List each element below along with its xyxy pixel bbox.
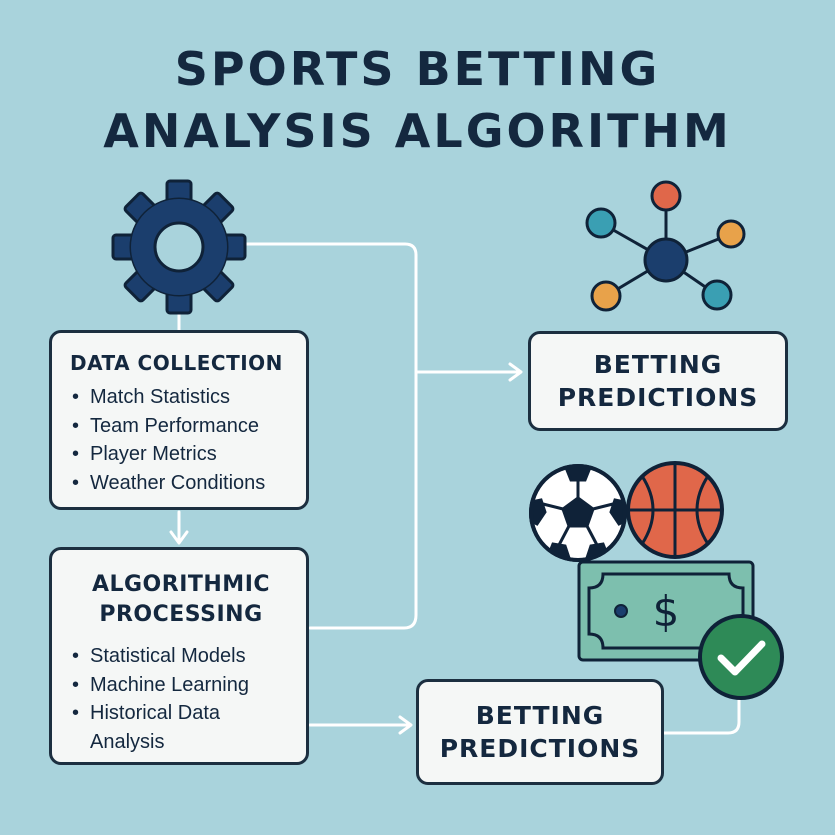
list-item: Statistical Models <box>70 642 292 671</box>
data-collection-box: DATA COLLECTION Match Statistics Team Pe… <box>49 330 309 510</box>
list-item: Player Metrics <box>70 440 290 469</box>
diagram-title: SPORTS BETTING ANALYSIS ALGORITHM <box>0 38 835 162</box>
processing-heading-line-1: ALGORITHMIC <box>91 572 271 597</box>
predictions-top-heading: BETTING PREDICTIONS <box>558 348 759 414</box>
predictions-bottom-line-1: BETTING <box>475 701 605 730</box>
arrowhead-processing <box>169 530 189 545</box>
predictions-top-line-1: BETTING <box>593 350 723 379</box>
betting-predictions-box-top: BETTING PREDICTIONS <box>528 331 788 431</box>
data-collection-heading: DATA COLLECTION <box>70 351 283 375</box>
algorithmic-processing-box: ALGORITHMIC PROCESSING Statistical Model… <box>49 547 309 765</box>
connector-predictions-to-check <box>662 692 741 735</box>
title-line-2: ANALYSIS ALGORITHM <box>103 104 732 158</box>
processing-heading-line-2: PROCESSING <box>99 602 263 627</box>
check-icon <box>698 614 784 700</box>
predictions-top-line-2: PREDICTIONS <box>557 383 759 412</box>
predictions-bottom-line-2: PREDICTIONS <box>439 734 641 763</box>
gear-icon <box>111 179 247 315</box>
processing-list: Statistical Models Machine Learning Hist… <box>70 642 292 756</box>
betting-predictions-box-bottom: BETTING PREDICTIONS <box>416 679 664 785</box>
list-item: Team Performance <box>70 412 290 441</box>
predictions-bottom-heading: BETTING PREDICTIONS <box>440 699 641 765</box>
basketball-icon <box>626 461 724 559</box>
title-line-1: SPORTS BETTING <box>174 42 661 96</box>
arrowhead-bottom-predictions <box>398 715 413 735</box>
list-item: Machine Learning <box>70 671 292 700</box>
list-item: Weather Conditions <box>70 469 290 498</box>
soccer-ball-icon <box>529 464 627 562</box>
data-collection-list: Match Statistics Team Performance Player… <box>70 383 290 497</box>
list-item: Historical Data Analysis <box>70 699 250 756</box>
processing-heading: ALGORITHMIC PROCESSING <box>70 570 292 630</box>
arrowhead-top-predictions <box>508 362 523 382</box>
dollar-sign: $ <box>653 587 680 636</box>
connector-gear-to-vertical <box>244 242 418 630</box>
list-item: Match Statistics <box>70 383 290 412</box>
network-icon <box>585 180 746 312</box>
